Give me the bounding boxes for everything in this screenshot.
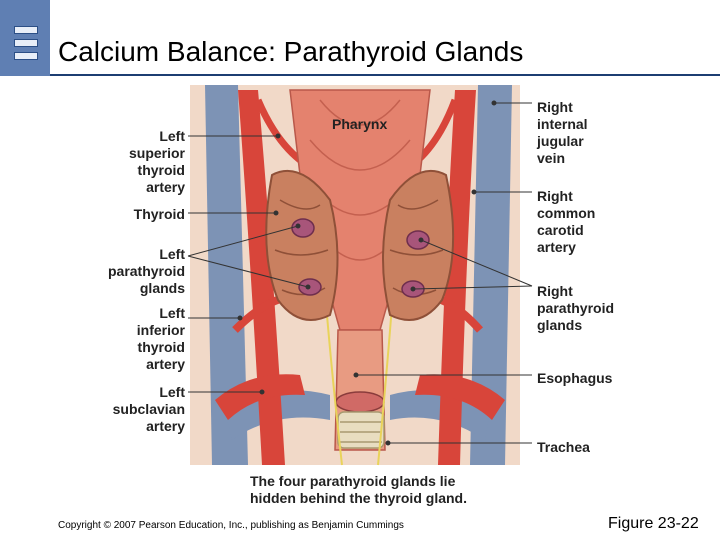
- label-thyroid: Thyroid: [133, 206, 185, 222]
- stacked-bars-icon: [14, 26, 38, 66]
- left-internal-jugular-vein: [205, 85, 248, 465]
- label-esophagus: Esophagus: [537, 370, 613, 386]
- trachea-rings: [340, 421, 382, 443]
- header-accent-band: [0, 0, 50, 76]
- label-right-parathyroid-glands: Right parathyroid glands: [537, 283, 615, 333]
- right-subclavian-artery: [415, 374, 505, 420]
- left-superior-parathyroid-gland: [291, 218, 315, 238]
- slide-header: Calcium Balance: Parathyroid Glands: [0, 0, 720, 76]
- figure-caption: The four parathyroid glands lie hidden b…: [250, 473, 467, 506]
- copyright-notice: Copyright © 2007 Pearson Education, Inc.…: [58, 520, 404, 531]
- label-pharynx: Pharynx: [332, 116, 388, 132]
- left-common-carotid-artery: [238, 90, 285, 465]
- label-left-parathyroid-glands: Left parathyroid glands: [107, 246, 185, 296]
- label-left-inferior-thyroid-artery: Left inferior thyroid artery: [136, 305, 185, 372]
- leader-lines: [187, 100, 533, 446]
- slide-title: Calcium Balance: Parathyroid Glands: [58, 36, 524, 67]
- header-rule: [50, 74, 720, 76]
- right-superior-parathyroid-gland: [406, 230, 430, 250]
- label-left-superior-thyroid-artery: Left superior thyroid artery: [128, 128, 185, 195]
- label-trachea: Trachea: [537, 439, 590, 455]
- pharynx-muscle-fibers: [309, 99, 411, 261]
- esophagus-opening: [335, 391, 385, 413]
- label-right-common-carotid-artery: Right common carotid artery: [537, 188, 596, 255]
- left-subclavian-artery: [215, 374, 305, 420]
- figure-number: Figure 23-22: [608, 515, 699, 532]
- label-left-subclavian-artery: Left subclavian artery: [112, 384, 185, 434]
- right-internal-jugular-vein: [470, 85, 512, 465]
- label-right-internal-jugular-vein: Right internal jugular vein: [537, 99, 588, 166]
- right-common-carotid-artery: [438, 90, 476, 465]
